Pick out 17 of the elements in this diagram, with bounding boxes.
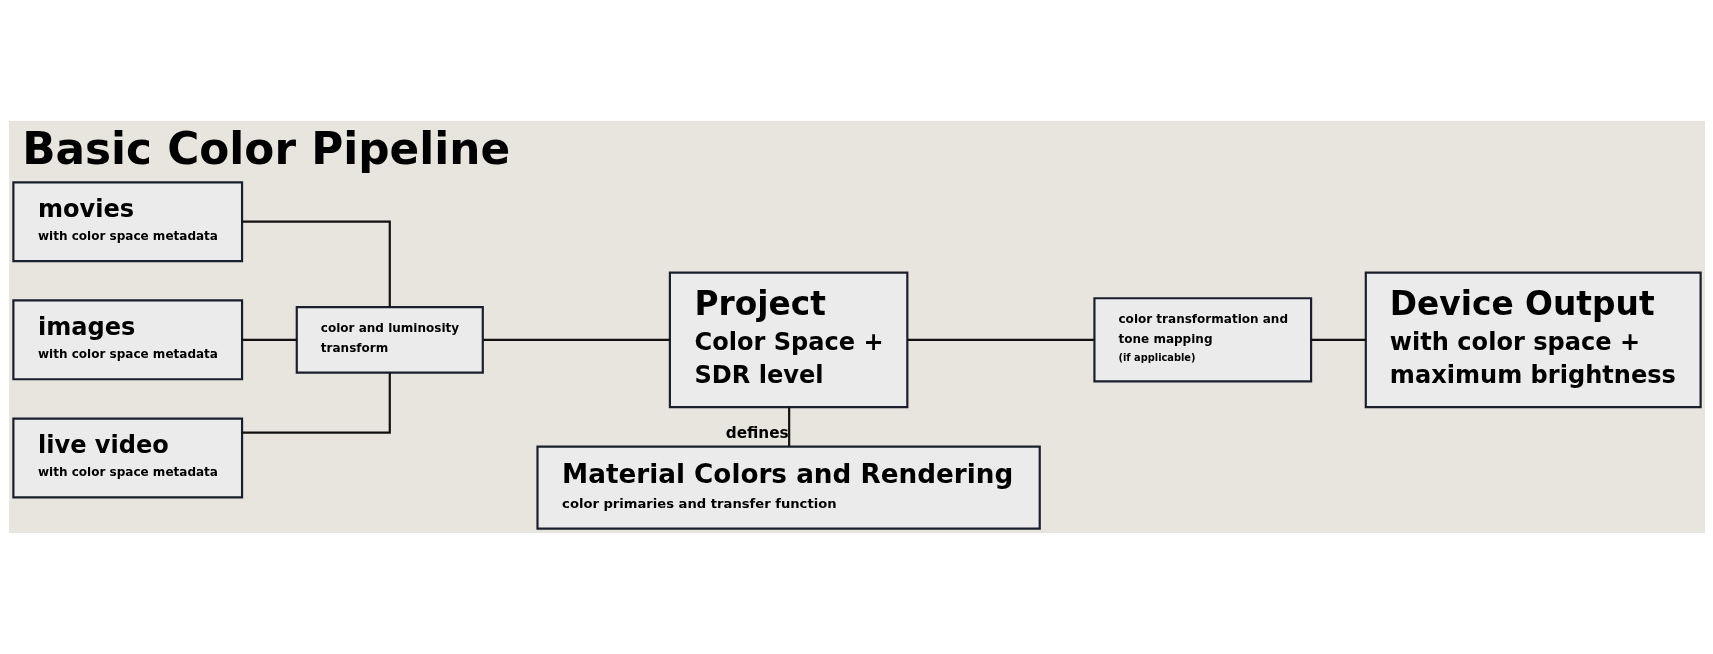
node-box: Device Output with color space + maximum brightness	[1364, 271, 1702, 409]
edge-label: defines	[725, 424, 789, 443]
node-box: Project Color Space + SDR level	[668, 271, 908, 409]
node-box: movies with color space metadata	[11, 181, 243, 263]
connector	[1310, 338, 1366, 341]
node-box: color transformation and tone mapping (if applicable)	[1092, 297, 1312, 383]
connector	[241, 220, 391, 307]
node-box: live video with color space metadata	[11, 417, 243, 499]
connector	[241, 338, 297, 341]
connector	[241, 372, 391, 434]
connector	[482, 338, 670, 341]
connector	[787, 407, 790, 447]
node-box: images with color space metadata	[11, 299, 243, 381]
diagram-title: Basic Color Pipeline	[21, 122, 510, 174]
node-box: Material Colors and Rendering color primaries and transfer function	[535, 445, 1041, 530]
node-box: color and luminosity transform	[295, 305, 484, 374]
connector	[907, 338, 1094, 341]
